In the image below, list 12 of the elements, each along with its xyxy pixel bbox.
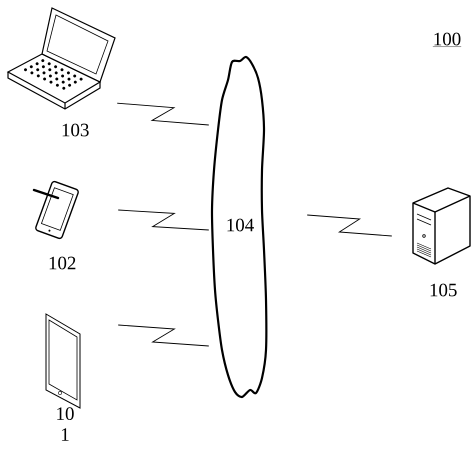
reference-number: 103: [62, 124, 89, 136]
reference-number: 10 1: [57, 407, 74, 441]
figure-number: 100: [432, 32, 462, 47]
network-cloud: 104: [210, 56, 268, 398]
server-drawing: [412, 187, 471, 265]
lightning-link: [116, 102, 210, 126]
lightning-link: [118, 324, 210, 346]
lightning-link: [118, 210, 210, 230]
reference-number: 105: [430, 284, 457, 296]
smartphone-drawing: [32, 180, 79, 240]
reference-number: 102: [50, 256, 76, 270]
lightning-link: [306, 214, 392, 236]
